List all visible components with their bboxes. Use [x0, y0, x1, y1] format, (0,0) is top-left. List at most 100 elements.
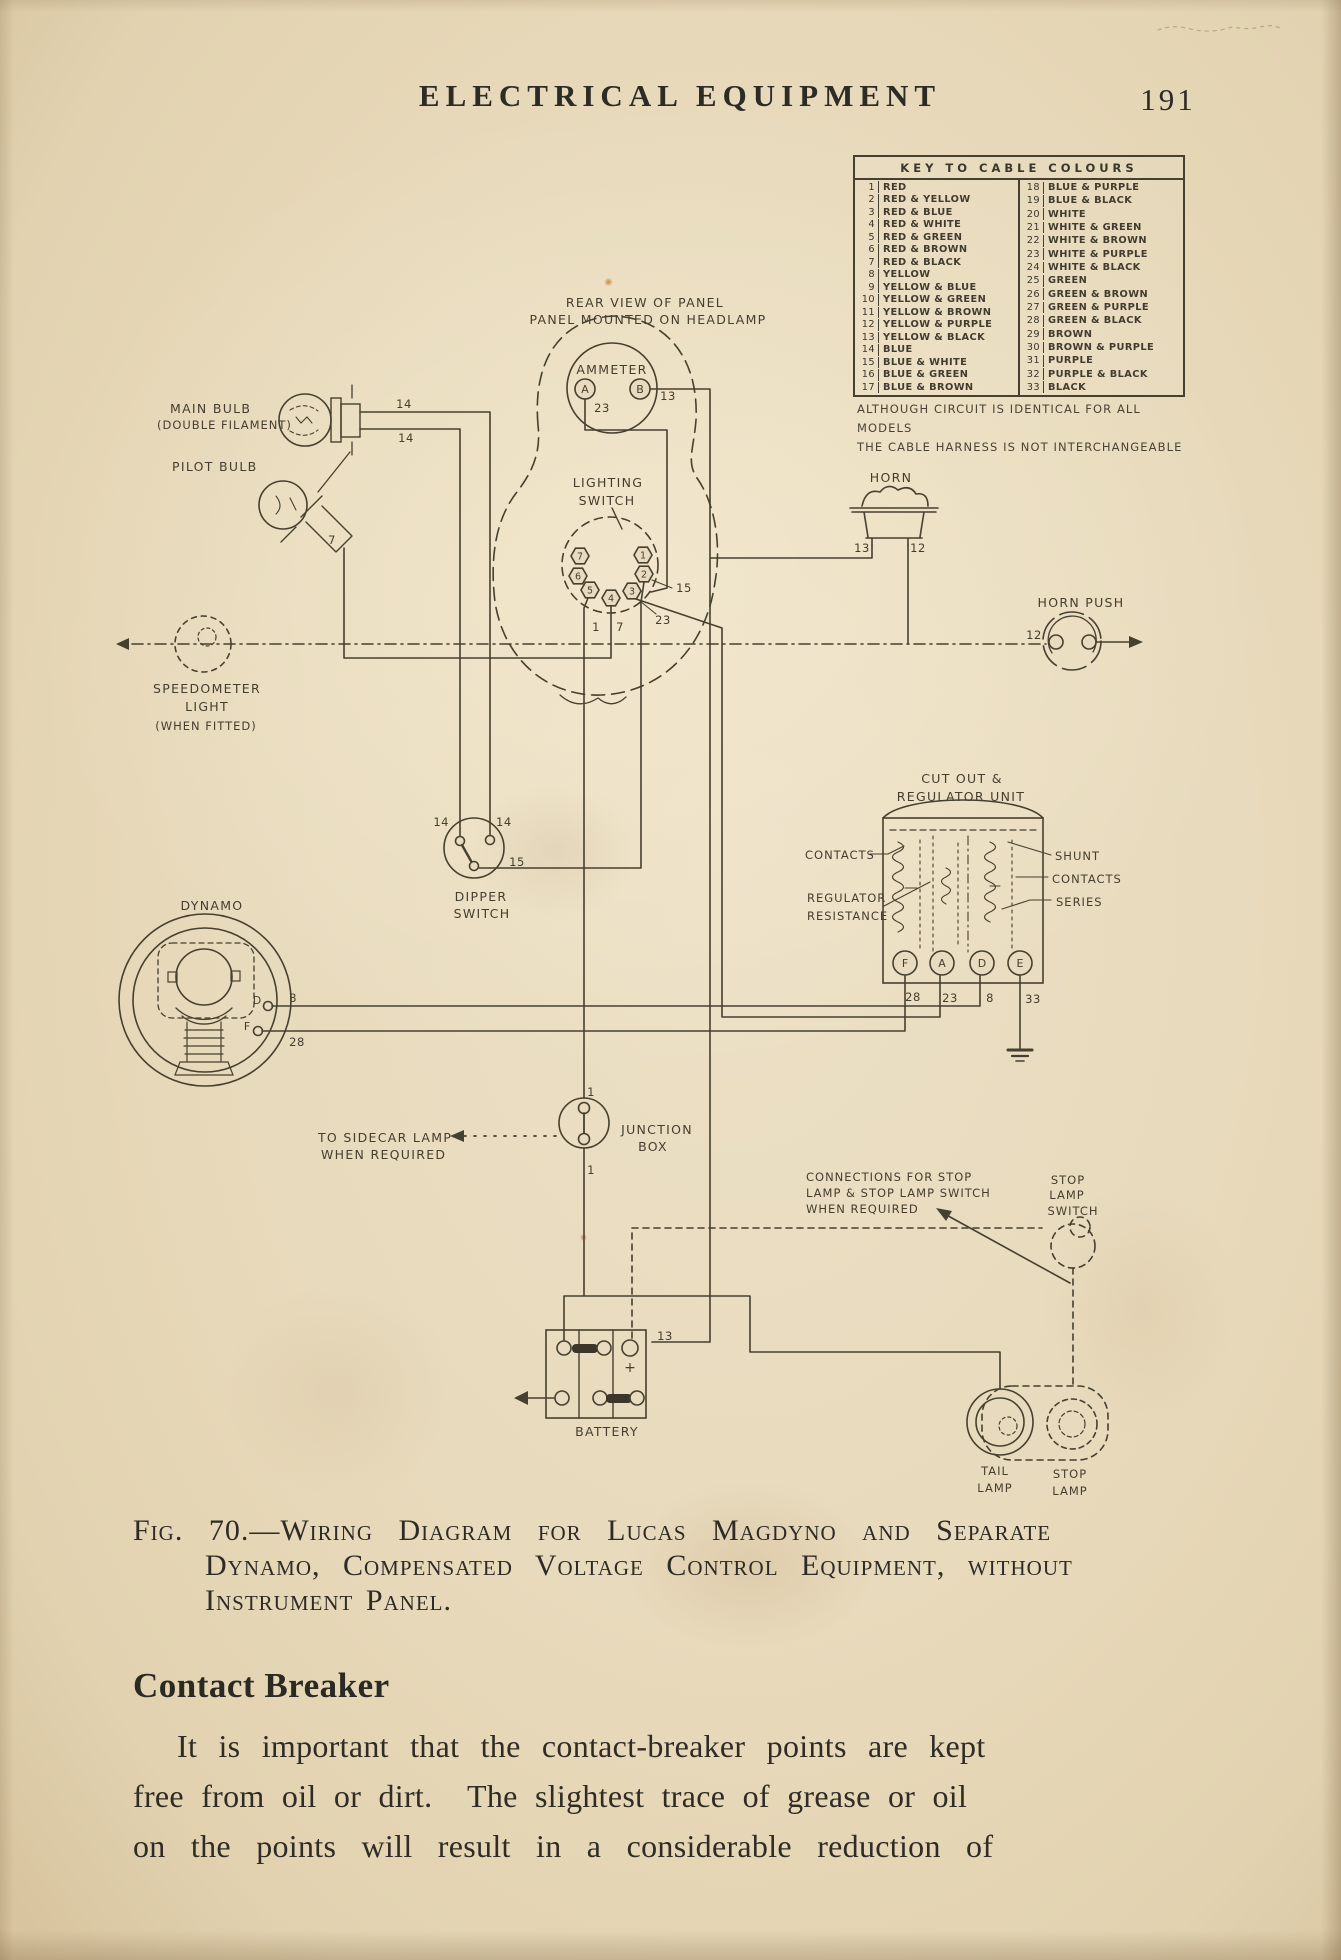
dipper-switch-label: SWITCH [454, 906, 511, 921]
wire-23-ammeter [584, 398, 668, 593]
main-bulb-label: MAIN BULB [170, 401, 251, 416]
wire-15-dipper [478, 581, 645, 869]
tail-lamp-label: TAIL [980, 1464, 1009, 1478]
battery-box [545, 1329, 647, 1419]
headlamp-shell-edge [317, 384, 353, 493]
tail-lamp [966, 1388, 1034, 1456]
dynamo-terminal-f [252, 1025, 264, 1037]
dynamo-label: DYNAMO [181, 898, 244, 913]
switch-terminal-number: 7 [577, 552, 583, 563]
regulator-terminal-label: D [978, 957, 986, 970]
switch-terminal-2 [634, 565, 654, 583]
battery-terminal [592, 1390, 608, 1406]
left-arrowhead-icon [116, 638, 129, 650]
wire-number: 12 [910, 541, 926, 555]
horn-dome [861, 485, 929, 507]
wire-23-regulator [635, 598, 941, 1018]
wire-number: 7 [616, 620, 624, 634]
section-heading: Contact Breaker [133, 1666, 390, 1705]
tail-lamp-label: LAMP [977, 1481, 1012, 1495]
regulator-terminal-label: F [902, 957, 908, 970]
regulator-resistance-label: REGULATOR [807, 891, 886, 905]
figure-caption-line3: Instrument Panel. [205, 1584, 452, 1617]
speedometer-light-bulb [197, 627, 217, 647]
wire-number: 23 [655, 613, 671, 627]
stop-lamp-switch-detail [1069, 1216, 1091, 1238]
dynamo-body-inner [132, 927, 278, 1073]
ammeter-label: AMMETER [576, 362, 647, 377]
wire-number: 13 [660, 389, 676, 403]
right-arrowhead-icon [1129, 636, 1143, 648]
wire-number: 12 [1026, 628, 1042, 642]
main-bulb-filament [295, 416, 313, 424]
wire-8-dynamo [271, 975, 981, 1007]
switch-terminal-5 [580, 581, 600, 599]
shunt-label: SHUNT [1055, 849, 1100, 863]
dynamo-field-coil [174, 1021, 234, 1076]
connections-label: WHEN REQUIRED [806, 1202, 919, 1216]
junction-terminal [577, 1132, 591, 1146]
stop-lamp-switch-label: LAMP [1049, 1188, 1084, 1202]
regulator-dome [882, 799, 1044, 819]
wire-13-trunk [649, 388, 711, 1343]
pilot-bulb-label: PILOT BULB [172, 459, 257, 474]
main-bulb-socket [340, 403, 361, 438]
dipper-terminal [468, 860, 480, 872]
dynamo-brush [167, 971, 178, 983]
page-number: 191 [1140, 82, 1196, 117]
dipper-lever [460, 843, 473, 863]
stop-tail-lamp-housing [981, 1385, 1109, 1461]
wire-number: 15 [676, 581, 692, 595]
wire-7-pilot [343, 547, 612, 659]
switch-terminal-4 [601, 589, 621, 607]
wire-number: 23 [942, 991, 958, 1005]
rear-view-label: PANEL MOUNTED ON HEADLAMP [530, 312, 767, 327]
paragraph-line: on the points will result in a considera… [133, 1828, 994, 1864]
wire-number: 33 [1025, 992, 1041, 1006]
junction-box-label: JUNCTION [620, 1122, 693, 1137]
wire-tail-feed [563, 1295, 1001, 1390]
sidecar-label: TO SIDECAR LAMP [317, 1130, 452, 1145]
switch-terminal-number: 6 [575, 572, 581, 583]
paragraph-line: free from oil or dirt. The slightest tra… [133, 1778, 968, 1814]
dynamo-body [118, 913, 292, 1087]
wire-number: 8 [986, 991, 994, 1005]
wire-28-dynamo [261, 975, 906, 1032]
wire-number: 23 [594, 401, 610, 415]
regulator-leader-lines [869, 841, 1052, 910]
wire-15-leader [651, 579, 673, 589]
dipper-terminal [484, 834, 496, 846]
pilot-bulb-socket [280, 495, 353, 553]
dipper-switch-label: DIPPER [455, 889, 508, 904]
wire-13-horn-branch [709, 544, 873, 559]
stop-lamp-inner [1058, 1410, 1086, 1438]
stop-lamp-switch-label: SWITCH [1047, 1204, 1098, 1218]
key-table-note: ALTHOUGH CIRCUIT IS IDENTICAL FOR ALL MO… [857, 400, 1187, 457]
regulator-terminal-d [969, 950, 995, 976]
battery-fuse [572, 1344, 598, 1353]
lighting-switch-pointer [611, 507, 623, 530]
wire-number: 1 [587, 1085, 595, 1099]
battery-fuse [606, 1394, 632, 1403]
ammeter-dial [566, 342, 658, 434]
stop-lamp [1046, 1398, 1098, 1450]
dynamo-terminal-f-label: F [244, 1020, 250, 1033]
note-line-2: THE CABLE HARNESS IS NOT INTERCHANGEABLE [857, 440, 1183, 454]
rear-view-label: REAR VIEW OF PANEL [566, 295, 724, 310]
